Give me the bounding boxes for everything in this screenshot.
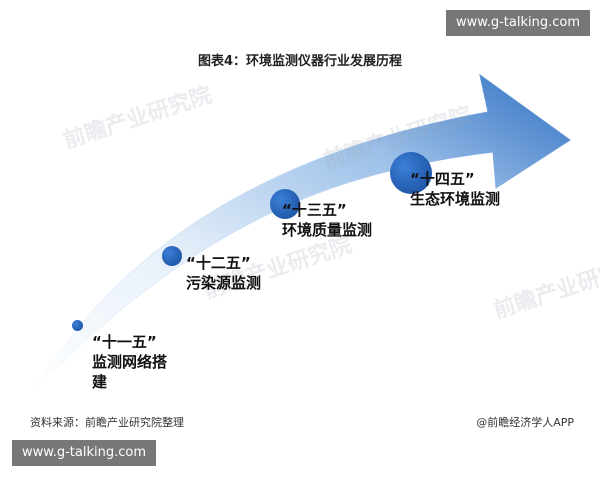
stage-3: “十三五” 环境质量监测 — [282, 200, 372, 240]
stage-3-desc: 环境质量监测 — [282, 221, 373, 239]
stage-2: “十二五” 污染源监测 — [186, 253, 261, 293]
stage-2-period: “十二五” — [186, 254, 251, 272]
diagram-title: 图表4：环境监测仪器行业发展历程 — [197, 54, 403, 69]
stage-2-desc: 污染源监测 — [186, 274, 262, 292]
arrow-body — [29, 73, 571, 396]
stage-marker-1 — [72, 320, 83, 331]
stage-1-desc: 监测网络搭建 — [92, 353, 168, 391]
stage-3-period: “十三五” — [282, 201, 347, 219]
stage-1: “十一五” 监测网络搭建 — [92, 332, 174, 392]
stage-1-period: “十一五” — [92, 333, 157, 351]
source-note: 资料来源：前瞻产业研究院整理 — [30, 416, 184, 429]
url-badge-top[interactable]: www.g-talking.com — [446, 10, 590, 36]
stage-4-desc: 生态环境监测 — [410, 190, 501, 208]
stage-4-period: “十四五” — [410, 170, 475, 188]
credit-note: @前瞻经济学人APP — [476, 416, 574, 429]
url-badge-bottom[interactable]: www.g-talking.com — [12, 440, 156, 466]
stage-marker-2 — [162, 246, 182, 266]
stage-marker-3 — [270, 189, 300, 219]
stage-4: “十四五” 生态环境监测 — [410, 169, 500, 209]
stage-marker-4 — [390, 152, 432, 194]
